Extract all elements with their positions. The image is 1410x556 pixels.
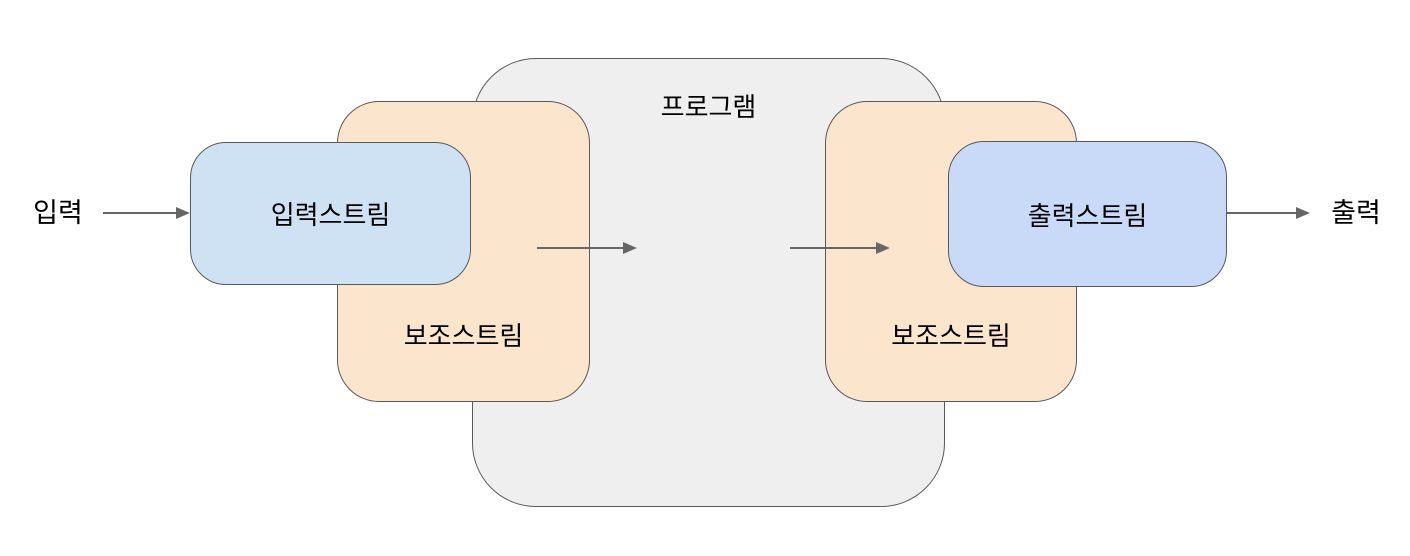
input-label: 입력 [33, 198, 83, 228]
output-stream-label: 출력스트림 [1027, 200, 1148, 231]
stream-arrow-left [537, 242, 637, 254]
output-arrow [1227, 207, 1310, 219]
aux-stream-right-label: 보조스트림 [891, 321, 1011, 351]
stream-arrow-right [790, 242, 890, 254]
input-stream-label: 입력스트림 [270, 200, 391, 230]
output-label: 출력 [1331, 198, 1381, 228]
output-stream-box: 출력스트림 [948, 141, 1227, 287]
input-stream-box: 입력스트림 [190, 142, 471, 285]
input-arrow [103, 207, 190, 219]
program-label: 프로그램 [660, 92, 757, 122]
aux-stream-left-label: 보조스트림 [403, 321, 524, 351]
